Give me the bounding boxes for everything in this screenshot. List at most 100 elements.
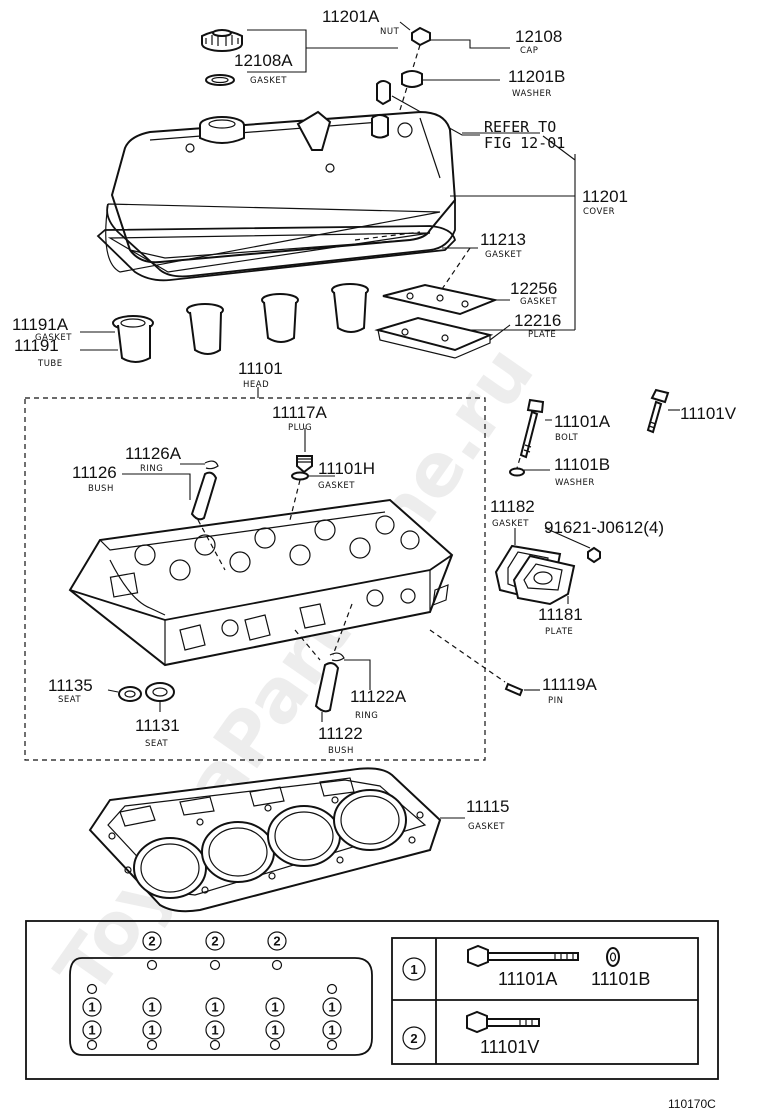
- stud[interactable]: [376, 80, 391, 106]
- bolt-hole-7: [326, 983, 338, 995]
- bolt-hole-8: [86, 1039, 98, 1051]
- part-name-11126A: RING: [140, 464, 163, 474]
- part-name-11101H: GASKET: [318, 481, 355, 491]
- nut[interactable]: [411, 26, 431, 47]
- svg-text:1: 1: [271, 1023, 278, 1038]
- bore-3: [267, 805, 341, 867]
- svg-text:2: 2: [211, 934, 218, 949]
- part-name-12108: CAP: [520, 46, 538, 56]
- diagram-code: 110170C: [668, 1097, 716, 1111]
- svg-text:1: 1: [328, 1000, 335, 1015]
- dowel-pin[interactable]: [504, 682, 524, 697]
- bolt-hole-1: [209, 959, 221, 971]
- washer[interactable]: [401, 70, 423, 88]
- plug-tube-1[interactable]: [112, 315, 154, 363]
- head-cover-gasket[interactable]: [96, 225, 456, 282]
- part-number-11201A: 11201A: [322, 7, 380, 26]
- cylinder-head[interactable]: [68, 498, 454, 667]
- bolt-marker-1-bot-2: 1: [205, 1020, 225, 1040]
- legend-part-11101B: 11101B: [591, 969, 650, 989]
- valve-seat-large[interactable]: [145, 682, 175, 702]
- bolt-order-table: [25, 920, 719, 1080]
- part-name-11122: BUSH: [328, 746, 354, 756]
- svg-text:1: 1: [148, 1000, 155, 1015]
- head-bolt-long[interactable]: [519, 398, 545, 459]
- svg-text:1: 1: [148, 1023, 155, 1038]
- valve-guide-ring[interactable]: [204, 460, 219, 470]
- bolt-marker-1-bot-3: 1: [265, 1020, 285, 1040]
- part-name-11101A: BOLT: [555, 433, 578, 443]
- plug-tube-2[interactable]: [186, 303, 224, 355]
- bolt-marker-1-bot-0: 1: [82, 1020, 102, 1040]
- bolt-marker-1-bot-1: 1: [142, 1020, 162, 1040]
- plug-gasket[interactable]: [291, 471, 309, 481]
- legend-bolt-short: [466, 1010, 540, 1034]
- bolt-hole-6: [86, 983, 98, 995]
- bolt-marker-2-2: 2: [267, 931, 287, 951]
- bolt-hole-2: [271, 959, 283, 971]
- bolt-marker-1-top-1: 1: [142, 997, 162, 1017]
- part-name-11191A: GASKET: [35, 333, 72, 343]
- part-number-11117A: 11117A: [272, 403, 327, 422]
- svg-text:1: 1: [271, 1000, 278, 1015]
- bolt-marker-1-top-2: 1: [205, 997, 225, 1017]
- head-bolt-washer[interactable]: [509, 467, 525, 477]
- bore-4: [333, 789, 407, 851]
- refer-line-2: FIG 12-01: [484, 134, 565, 152]
- svg-text:1: 1: [211, 1023, 218, 1038]
- part-name-11182: GASKET: [492, 519, 529, 529]
- cap-gasket[interactable]: [205, 74, 235, 86]
- refer-line-1: REFER TO: [484, 118, 556, 136]
- plug-tube-4[interactable]: [331, 283, 369, 333]
- head-cover[interactable]: [105, 110, 457, 278]
- head-plug[interactable]: [296, 455, 313, 474]
- bolt-hole-4: [209, 1039, 221, 1051]
- head-bolt-short[interactable]: [646, 388, 670, 434]
- bolt-pattern-holes: [86, 959, 338, 1051]
- svg-text:2: 2: [273, 934, 280, 949]
- part-name-11101B: WASHER: [555, 478, 595, 488]
- part-name-12216: PLATE: [528, 330, 556, 340]
- bolt-hole-9: [326, 1039, 338, 1051]
- part-name-11101: HEAD: [243, 380, 269, 390]
- valve-guide-bush[interactable]: [190, 471, 218, 521]
- end-plate[interactable]: [512, 554, 576, 606]
- breather-gasket[interactable]: [382, 283, 499, 316]
- part-number-11182: 11182: [490, 497, 535, 516]
- bore-1: [133, 837, 207, 899]
- legend-marker-2: 2: [402, 1026, 426, 1050]
- part-number-11101V: 11101V: [680, 404, 737, 423]
- cylinder-head-gasket[interactable]: [88, 767, 442, 913]
- part-number-12108: 12108: [515, 27, 562, 46]
- part-number-11191: 11191: [14, 336, 59, 355]
- part-number-11101H: 11101H: [318, 459, 375, 478]
- valve-seat-small[interactable]: [118, 686, 142, 702]
- part-name-11135: SEAT: [58, 695, 81, 705]
- part-number-11201: 11201: [582, 187, 628, 206]
- part-name-11117A: PLUG: [288, 423, 312, 433]
- part-name-11126: BUSH: [88, 484, 114, 494]
- valve-seats-row: [134, 515, 420, 581]
- legend-marker-1: 1: [402, 957, 426, 981]
- bolt-marker-1-top-4: 1: [322, 997, 342, 1017]
- part-number-11131: 11131: [135, 716, 180, 735]
- oil-filler-cap[interactable]: [201, 29, 243, 52]
- svg-text:1: 1: [88, 1000, 95, 1015]
- end-plate-nut[interactable]: [587, 546, 601, 564]
- valve-guide-bush-2[interactable]: [314, 662, 340, 713]
- part-name-11119A: PIN: [548, 696, 564, 706]
- svg-text:2: 2: [410, 1031, 417, 1046]
- part-number-11122A: 11122A: [350, 687, 407, 706]
- part-number-12256: 12256: [510, 279, 557, 298]
- part-name-11131: SEAT: [145, 739, 168, 749]
- plug-tube-3[interactable]: [261, 293, 299, 343]
- valve-guide-ring-2[interactable]: [329, 652, 345, 662]
- svg-text:1: 1: [88, 1023, 95, 1038]
- legend-part-11101V: 11101V: [480, 1037, 539, 1057]
- part-number-11122: 11122: [318, 724, 363, 743]
- breather-plate[interactable]: [374, 316, 494, 359]
- bolt-pattern-plate: [69, 957, 373, 1056]
